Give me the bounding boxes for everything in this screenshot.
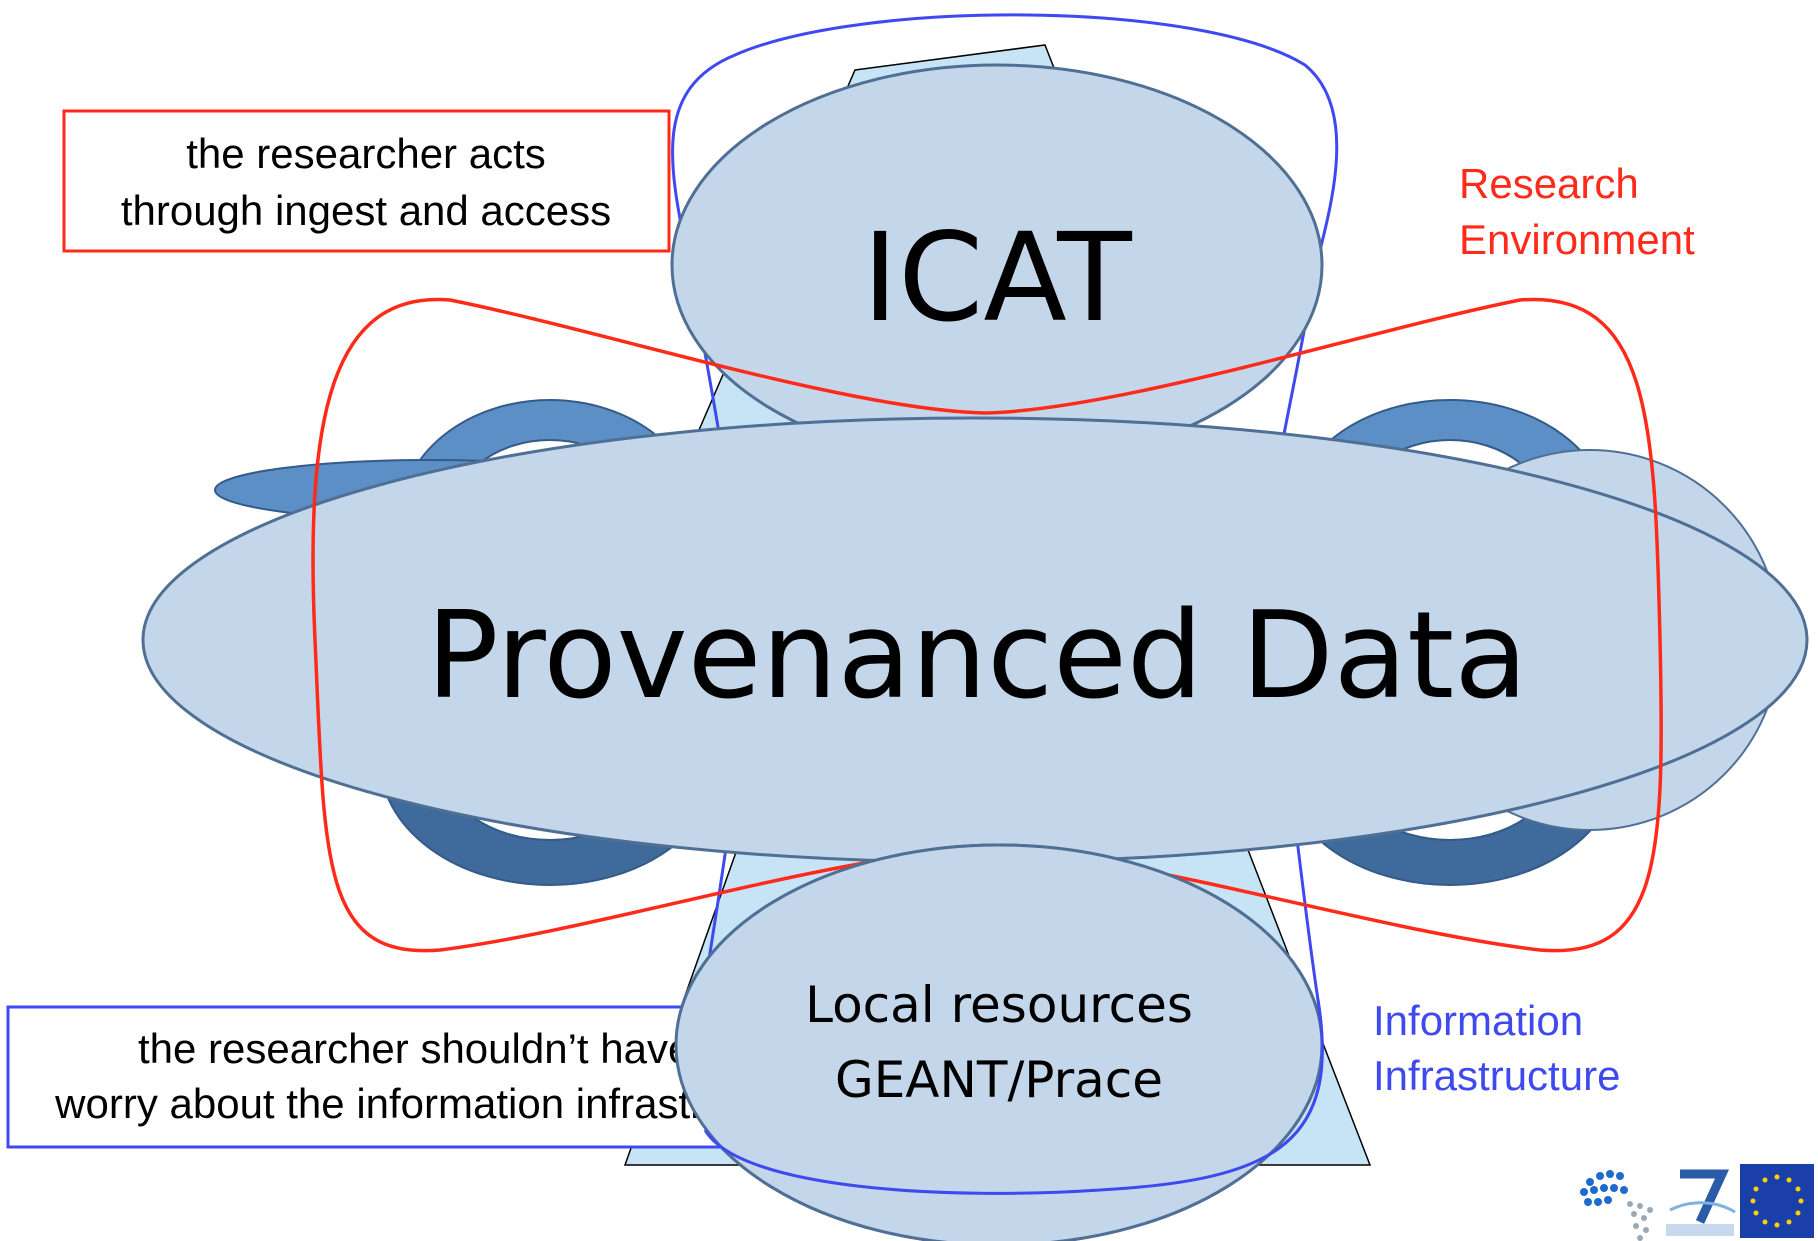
- provenanced-data-label: Provenanced Data: [426, 587, 1528, 726]
- local-resources-ellipse-front: [674, 843, 1324, 1241]
- researcher-acts-box: [62, 109, 671, 253]
- information-infrastructure-loop-front: [703, 999, 1324, 1195]
- local-resources-label-line2-front: GEANT/Prace: [835, 1051, 1163, 1109]
- researcher-acts-line1: the researcher acts: [186, 130, 546, 177]
- researcher-acts-line2: through ingest and access: [121, 187, 611, 234]
- local-resources-label-line1-front: Local resources: [805, 976, 1193, 1034]
- project-logo: [1580, 1170, 1653, 1241]
- researcher-shouldnt-line1: the researcher shouldn’t have to: [138, 1025, 738, 1072]
- icat-label: ICAT: [862, 207, 1132, 349]
- seventh-framework-programme-logo: [1664, 1169, 1736, 1236]
- information-infrastructure-label-line2: Infrastructure: [1373, 1052, 1620, 1099]
- information-infrastructure-label-line1: Information: [1373, 997, 1583, 1044]
- research-environment-label-line1: Research: [1459, 160, 1639, 207]
- eu-flag-logo: [1740, 1164, 1814, 1238]
- research-environment-label-line2: Environment: [1459, 216, 1695, 263]
